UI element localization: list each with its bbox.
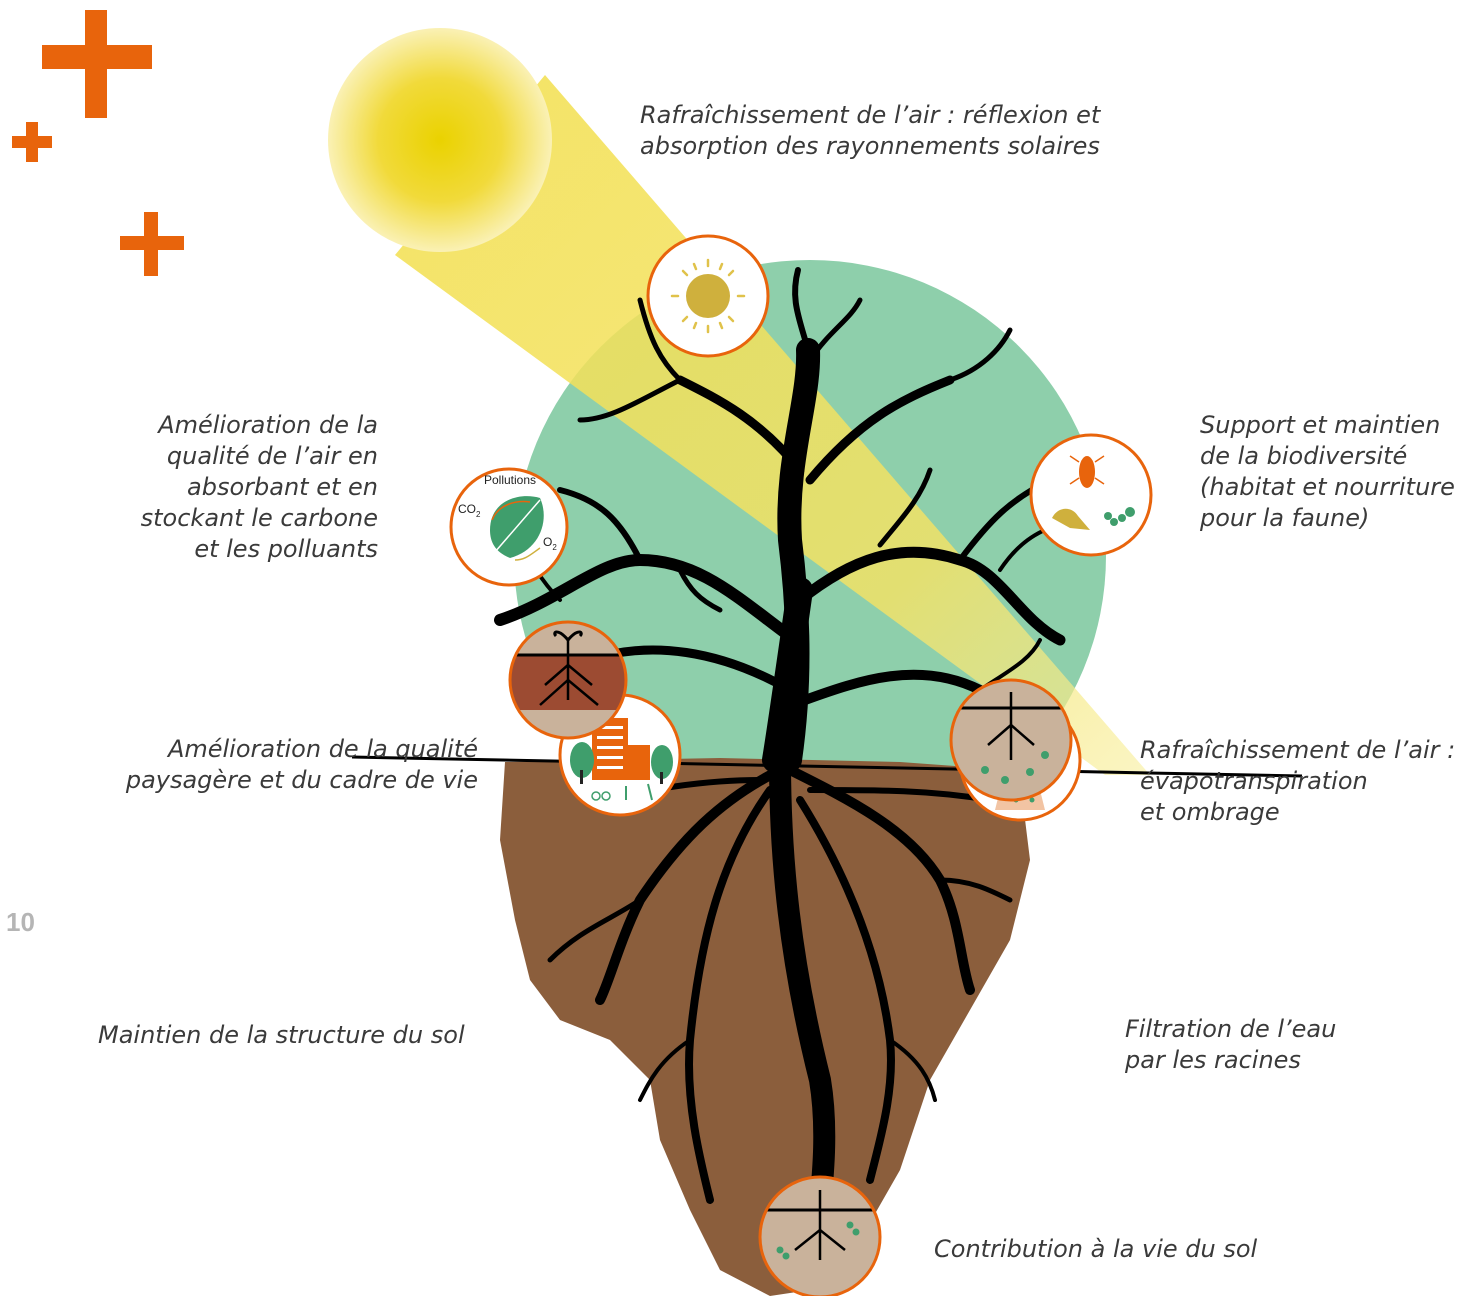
label-air-quality: Amélioration de la qualité de l’air en a… xyxy=(140,411,378,563)
water-filtration-icon xyxy=(949,678,1073,802)
leaf-pollution-icon: Pollutions CO2 O2 xyxy=(449,467,569,587)
page-number: 10 xyxy=(6,907,35,937)
sun-beam xyxy=(395,75,1150,775)
label-landscape: Amélioration de la qualité paysagère et … xyxy=(125,735,478,794)
label-biodiversity: Support et maintien de la biodiversité (… xyxy=(1200,411,1455,532)
sun xyxy=(328,28,552,252)
soil-structure-icon xyxy=(508,620,628,740)
label-water-filtration: Filtration de l’eau par les racines xyxy=(1125,1015,1337,1074)
pollutions-label: Pollutions xyxy=(484,473,536,487)
soil-life-icon xyxy=(758,1175,882,1296)
label-soil-structure: Maintien de la structure du sol xyxy=(98,1021,465,1049)
plus-decoration-icons xyxy=(12,10,184,276)
sun-icon xyxy=(646,234,770,358)
label-air-cooling-evapo: Rafraîchissement de l’air : évapotranspi… xyxy=(1140,736,1456,826)
label-soil-life: Contribution à la vie du sol xyxy=(934,1235,1258,1263)
co2-label: CO2 xyxy=(458,502,481,519)
biodiversity-icon xyxy=(1029,433,1153,557)
o2-label: O2 xyxy=(543,535,557,552)
label-air-cooling-radiation: Rafraîchissement de l’air : réflexion et… xyxy=(640,101,1101,160)
soil-area xyxy=(500,758,1030,1296)
